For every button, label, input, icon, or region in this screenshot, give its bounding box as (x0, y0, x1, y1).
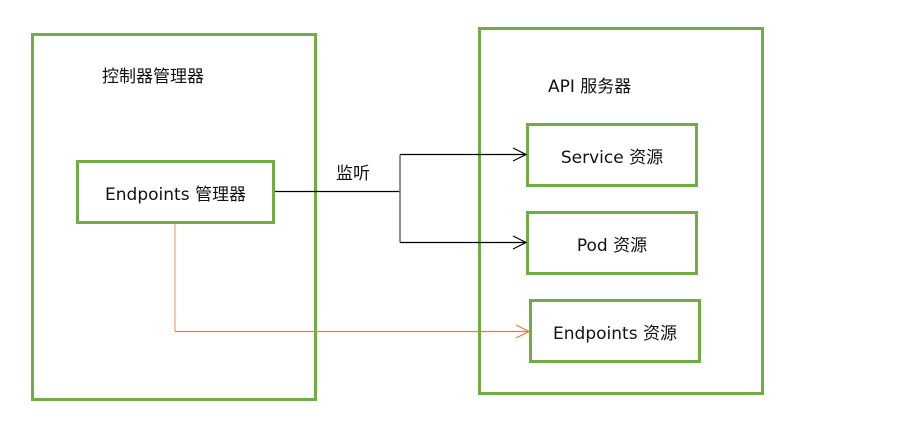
controller-manager-box (31, 33, 317, 401)
controller-manager-title: 控制器管理器 (102, 67, 204, 87)
api-server-title: API 服务器 (548, 77, 632, 97)
pod-resource-label: Pod 资源 (576, 235, 648, 256)
service-resource-label: Service 资源 (560, 147, 664, 168)
api-server-box (478, 27, 764, 395)
service-resource-box: Service 资源 (526, 123, 698, 187)
endpoints-resource-box: Endpoints 资源 (529, 299, 701, 363)
endpoints-manager-box: Endpoints 管理器 (76, 160, 275, 224)
pod-resource-box: Pod 资源 (526, 211, 698, 275)
watch-label: 监听 (336, 164, 370, 184)
endpoints-manager-label: Endpoints 管理器 (105, 184, 246, 205)
endpoints-resource-label: Endpoints 资源 (553, 323, 677, 344)
